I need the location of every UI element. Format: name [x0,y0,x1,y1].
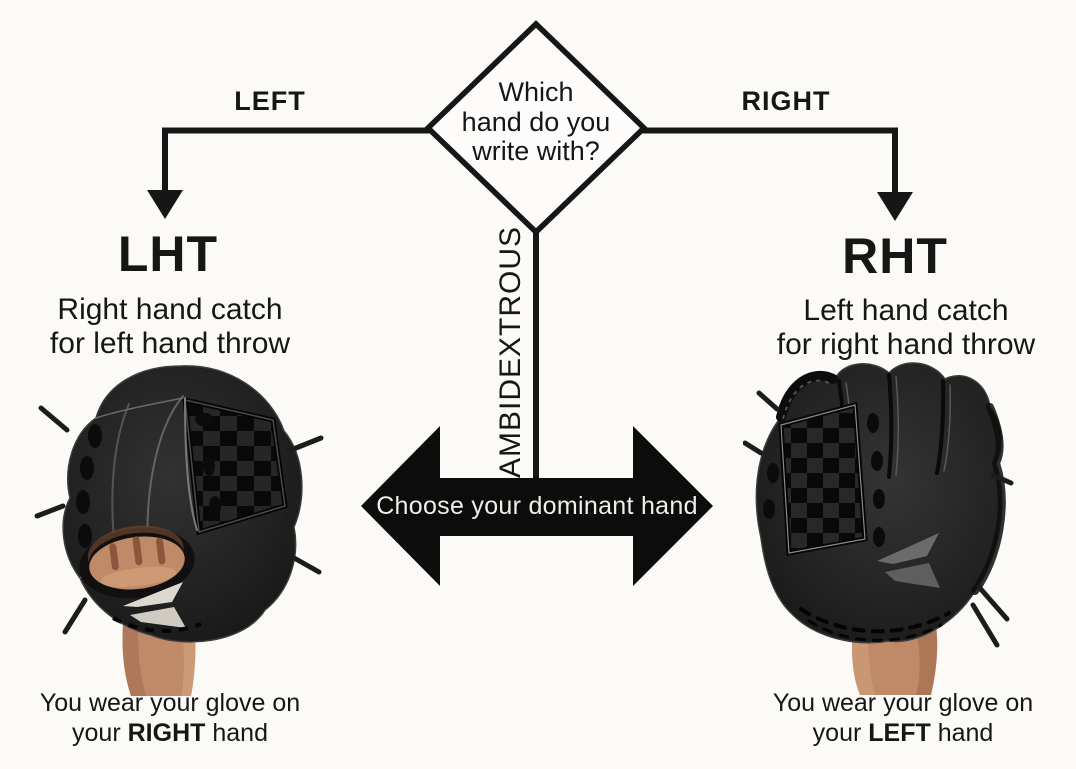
diamond-question: Which hand do you write with? [461,77,611,167]
right-glove-web [778,401,868,556]
lht-description: Right hand catch for left hand throw [49,293,291,360]
right-caption-suffix: hand [930,718,994,747]
right-glove-image [743,362,1014,695]
rht-description: Left hand catch for right hand throw [776,294,1036,361]
right-glove-heel-lacing [799,607,951,642]
right-glove-lace-bumps [763,413,885,547]
left-caption-line1: You wear your glove on [39,689,301,717]
left-caption-suffix: hand [205,718,268,747]
right-caption-bold-word: LEFT [868,718,931,747]
decision-diamond [424,20,648,236]
right-glove-caption: You wear your glove on your LEFT hand [748,689,1058,748]
left-glove-caption: You wear your glove on your RIGHT hand [15,689,325,748]
ambidextrous-label: AMBIDEXTROUS [494,225,527,478]
right-glove-welt-stitch [782,379,830,420]
right-glove-welt [776,370,838,422]
left-branch-connector [162,127,431,194]
dominant-hand-arrow-label: Choose your dominant hand [376,492,698,520]
right-glove-laces [743,390,1014,648]
left-caption-line2: your RIGHT hand [15,719,325,749]
left-caption-prefix: your [72,718,128,747]
right-caption-line1: You wear your glove on [772,689,1034,717]
right-glove-logo [877,533,940,588]
left-glove-lace-bumps [76,412,221,548]
lht-heading: LHT [117,226,219,282]
left-arrowhead-icon [147,190,183,219]
left-glove-hand-opening [79,525,195,599]
right-caption-line2: your LEFT hand [748,719,1058,749]
left-branch-label: LEFT [234,86,306,116]
left-glove-laces [34,405,324,635]
left-glove-logo [123,582,186,628]
rht-heading: RHT [842,228,948,284]
left-glove-image [34,365,324,696]
left-caption-bold-word: RIGHT [127,718,206,747]
right-branch-label: RIGHT [741,86,831,116]
right-branch-connector [641,127,898,196]
right-caption-prefix: your [812,718,869,747]
right-arrowhead-icon [877,192,913,221]
double-arrow-icon [361,426,713,586]
